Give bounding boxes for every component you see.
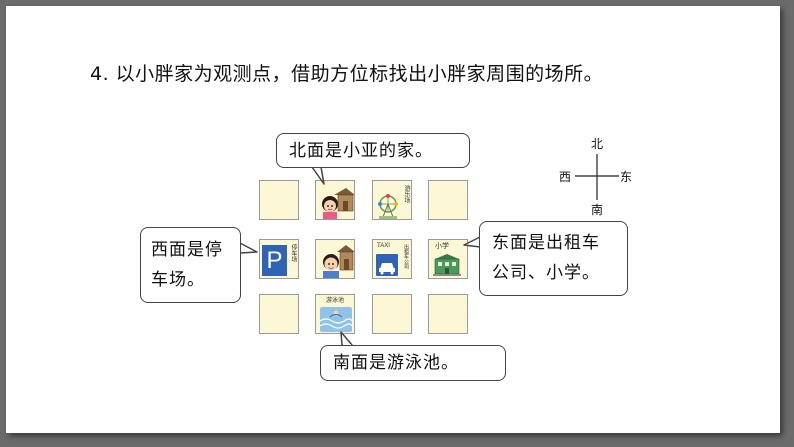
bubble-south-text: 南面是游泳池。 [333,353,459,373]
bubble-east: 东面是出租车 公司、小学。 [479,221,628,296]
map-cell-taxi-company: TAXI 出租车公司 [372,239,412,279]
map-cell-empty [259,180,299,220]
xiaopang-home-icon [323,245,354,278]
compass-cross-icon [575,154,619,200]
bubble-east-line-2: 公司、小学。 [492,263,600,283]
taxi-sign-label: TAXI [377,243,390,249]
bubble-north: 北面是小亚的家。 [276,133,470,168]
taxi-company-label: 出租车公司 [403,244,409,269]
slide: 4. 以小胖家为观测点，借助方位标找出小胖家周围的场所。 游乐场 [6,6,780,433]
map-cell-empty [428,294,468,334]
parking-sign-icon: P [262,245,287,276]
map-cell-xiaopang-home [315,239,355,279]
school-label: 小学 [435,242,449,250]
map-cell-school: 小学 [428,239,468,279]
bubble-south: 南面是游泳池。 [320,345,506,381]
xiaoya-home-icon [322,188,354,219]
compass-north: 北 [591,137,604,151]
compass-south: 南 [591,203,604,217]
map-cell-amusement-park: 游乐场 [372,180,412,220]
taxi-icon [376,254,398,276]
bubble-west-line-1: 西面是停 [151,240,223,260]
map-cell-empty [428,180,468,220]
parking-lot-label: 停车场 [290,244,297,262]
bubble-west: 西面是停 车场。 [140,227,241,303]
compass-west: 西 [559,170,572,184]
map-cell-empty [372,294,412,334]
school-building-icon [433,254,461,276]
map-cell-parking-lot: P 停车场 [259,239,299,279]
map-cell-empty [259,294,299,334]
ferris-wheel-icon [378,194,398,219]
map-cell-xiaoya-home [315,180,355,220]
swimming-pool-icon [319,307,353,332]
map-cell-swimming-pool: 游泳池 [315,294,355,334]
swimming-pool-label: 游泳池 [326,297,345,304]
bubble-north-text: 北面是小亚的家。 [289,141,433,161]
question-text: 4. 以小胖家为观测点，借助方位标找出小胖家周围的场所。 [90,63,604,85]
compass-east: 东 [620,170,633,184]
bubble-east-line-1: 东面是出租车 [492,233,600,253]
amusement-park-label: 游乐场 [403,185,410,203]
bubble-west-line-2: 车场。 [151,270,205,290]
